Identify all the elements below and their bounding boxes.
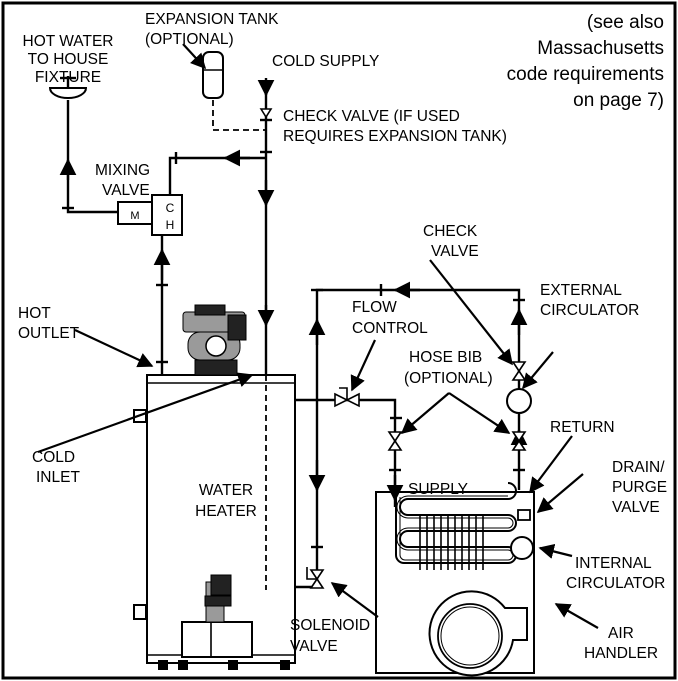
label-check-valve-right-1: CHECK: [423, 223, 478, 240]
label-air-handler-1: AIR: [608, 625, 634, 642]
label-internal-circulator-2: CIRCULATOR: [566, 575, 665, 592]
label-see-also-2: Massachusetts: [537, 38, 664, 59]
expansion-tank: [202, 51, 224, 99]
label-solenoid-2: VALVE: [290, 638, 338, 655]
label-flow-control-1: FLOW: [352, 299, 397, 316]
label-hot-outlet-2: OUTLET: [18, 325, 80, 342]
mixing-valve-h: H: [166, 218, 175, 232]
label-flow-control-2: CONTROL: [352, 320, 428, 337]
label-drain-purge-1: DRAIN/: [612, 459, 665, 476]
label-external-circulator-2: CIRCULATOR: [540, 302, 639, 319]
label-check-valve-right-2: VALVE: [431, 243, 479, 260]
label-air-handler-2: HANDLER: [584, 645, 658, 662]
air-handler: [375, 482, 535, 677]
label-mixing-valve-1: MIXING: [95, 162, 150, 179]
label-water-heater-1: WATER: [199, 482, 253, 499]
label-external-circulator-1: EXTERNAL: [540, 282, 622, 299]
drain-purge-valve: [517, 509, 531, 521]
label-internal-circulator-1: INTERNAL: [575, 555, 652, 572]
label-see-also-4: on page 7): [573, 90, 664, 111]
label-hot-water-2: TO HOUSE: [28, 51, 109, 68]
label-supply: SUPPLY: [408, 481, 468, 498]
label-drain-purge-2: PURGE: [612, 479, 667, 496]
label-hose-bib-1: HOSE BIB: [409, 349, 482, 366]
flow-control-valve: [334, 387, 360, 408]
house-fixture: [48, 76, 88, 99]
mixing-valve: M C H: [117, 194, 183, 236]
label-check-valve-top-1: CHECK VALVE (IF USED: [283, 108, 460, 125]
label-drain-purge-3: VALVE: [612, 499, 660, 516]
power-vent: [182, 304, 247, 376]
leader-arrows: [37, 43, 599, 629]
label-cold-inlet-2: INLET: [36, 469, 80, 486]
air-handler-coil: [395, 482, 517, 570]
check-valve-top: [259, 108, 273, 119]
check-valve-right: [511, 361, 527, 381]
mixing-valve-c: C: [166, 201, 175, 215]
hose-bib-valves: [387, 431, 527, 451]
label-cold-inlet-1: COLD: [32, 449, 75, 466]
label-hot-outlet-1: HOT: [18, 305, 51, 322]
blower: [428, 590, 528, 677]
label-solenoid-1: SOLENOID: [290, 617, 370, 634]
label-check-valve-top-2: REQUIRES EXPANSION TANK): [283, 128, 507, 145]
label-hot-water-1: HOT WATER: [23, 33, 114, 50]
internal-circulator: [510, 536, 534, 560]
external-circulator: [506, 388, 532, 414]
mixing-valve-m: M: [130, 210, 139, 222]
label-expansion-tank-1: EXPANSION TANK: [145, 11, 279, 28]
label-see-also-1: (see also: [587, 12, 664, 33]
label-hose-bib-2: (OPTIONAL): [404, 370, 493, 387]
label-mixing-valve-2: VALVE: [102, 182, 150, 199]
label-hot-water-3: FIXTURE: [35, 69, 101, 86]
label-see-also-3: code requirements: [507, 64, 664, 85]
label-expansion-tank-2: (OPTIONAL): [145, 31, 234, 48]
label-return: RETURN: [550, 419, 615, 436]
water-heater: [133, 304, 296, 670]
solenoid-valve: [306, 567, 325, 589]
label-water-heater-2: HEATER: [195, 503, 257, 520]
label-cold-supply: COLD SUPPLY: [272, 53, 379, 70]
